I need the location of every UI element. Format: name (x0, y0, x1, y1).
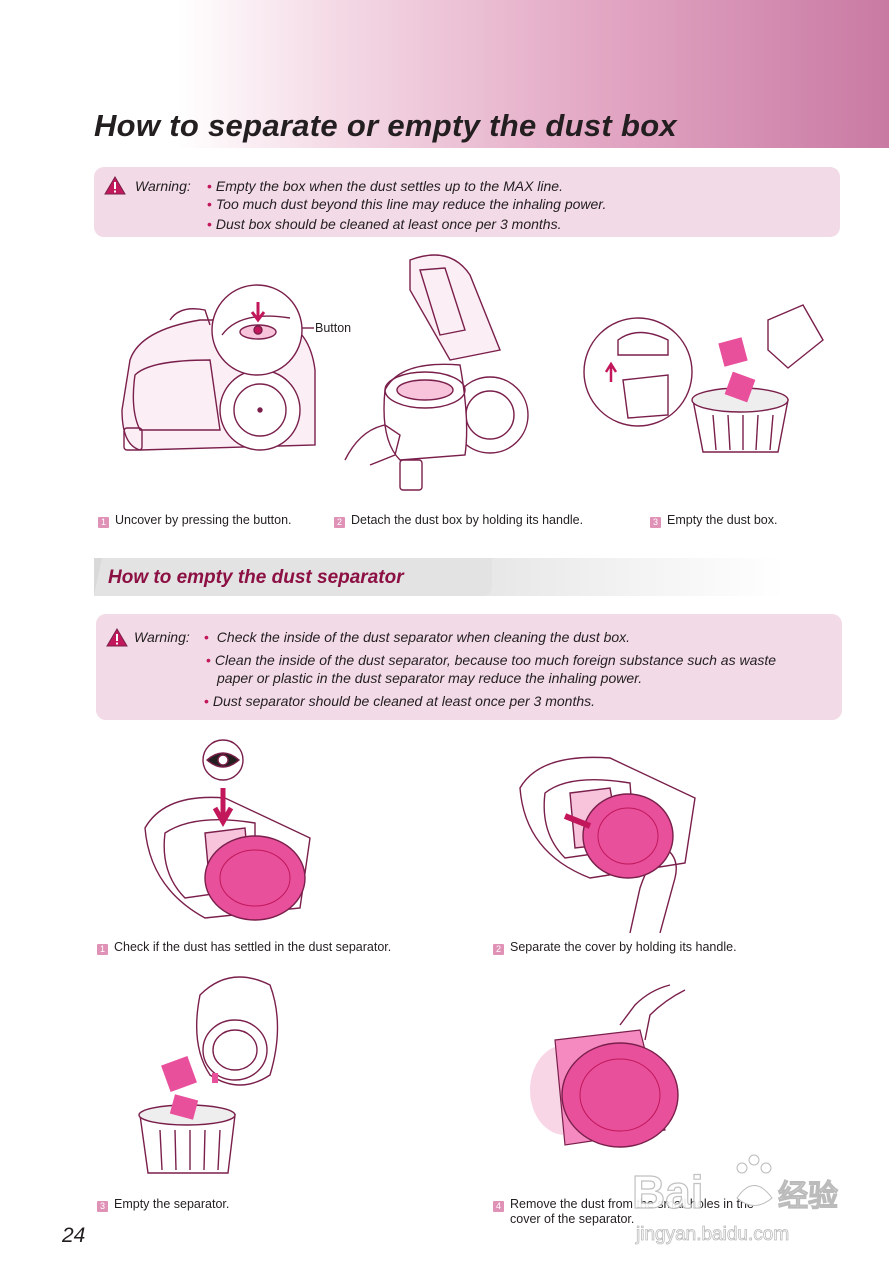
warning-box-dust-box: Warning: •Empty the box when the dust se… (94, 167, 840, 237)
warning-line: •Empty the box when the dust settles up … (207, 178, 563, 194)
remove-dust-holes-illustration (530, 984, 686, 1148)
warning-line: •Too much dust beyond this line may redu… (207, 196, 607, 212)
svg-text:jingyan.baidu.com: jingyan.baidu.com (635, 1224, 789, 1245)
warning-line: paper or plastic in the dust separator m… (217, 670, 643, 686)
warning-line: •Dust box should be cleaned at least onc… (207, 216, 562, 232)
page-number: 24 (62, 1224, 86, 1247)
check-separator-illustration (144, 739, 311, 921)
warning-icon (106, 628, 128, 647)
button-callout-label: Button (315, 321, 352, 335)
baidu-watermark: Bai 经验 jingyan.baidu.com (632, 1154, 839, 1245)
vacuum-button-illustration (121, 284, 316, 451)
warning-line: •Clean the inside of the dust separator,… (206, 652, 777, 668)
empty-dust-box-illustration (583, 304, 824, 453)
section-tab (94, 558, 492, 596)
warning-line: • Check the inside of the dust separator… (204, 629, 631, 645)
header-band (0, 0, 889, 148)
section-title: How to empty the dust separator (108, 567, 404, 588)
separate-cover-illustration (519, 756, 696, 933)
warning-label: Warning: (135, 178, 191, 194)
warning-line: •Dust separator should be cleaned at lea… (204, 693, 596, 709)
svg-text:经验: 经验 (778, 1179, 838, 1214)
warning-box-separator: Warning: • Check the inside of the dust … (96, 614, 842, 720)
page-title: How to separate or empty the dust box (94, 108, 677, 143)
empty-separator-illustration (138, 976, 279, 1174)
warning-icon (104, 176, 126, 195)
detach-dust-box-illustration (344, 254, 529, 491)
warning-label: Warning: (134, 629, 190, 645)
svg-text:Bai: Bai (632, 1166, 704, 1218)
